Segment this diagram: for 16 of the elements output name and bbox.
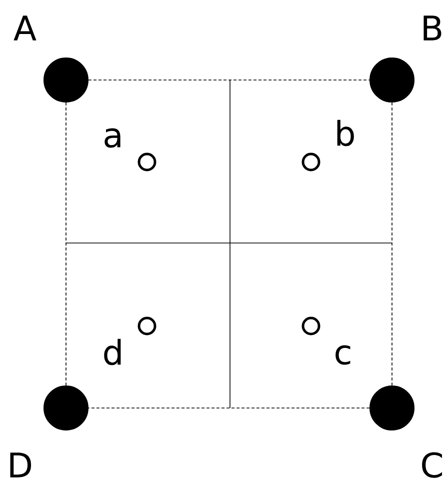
point-marker (302, 152, 320, 172)
vertex-dot (44, 386, 88, 430)
point-label: A (14, 16, 36, 40)
vertex-dot (44, 58, 88, 102)
point-label: D (10, 452, 32, 478)
point-marker (138, 316, 156, 336)
point-marker (302, 316, 320, 336)
point-label: b (337, 120, 354, 146)
point-label: C (422, 452, 442, 478)
vertex-dot (370, 58, 414, 102)
point-marker (138, 152, 156, 172)
point-label: c (336, 345, 350, 365)
point-label: d (104, 338, 121, 366)
vertex-dot (370, 386, 414, 430)
point-label: B (424, 16, 442, 40)
point-label: a (104, 128, 120, 148)
